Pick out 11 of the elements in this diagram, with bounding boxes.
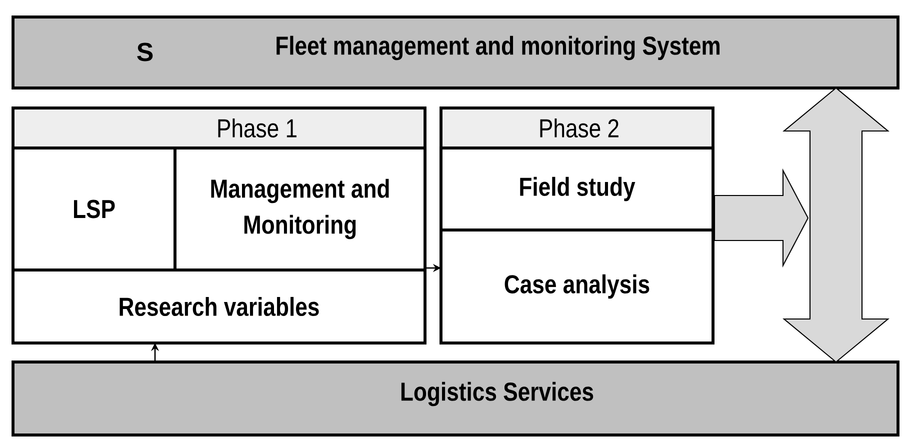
text-cell: Management and Monitoring [174, 146, 426, 272]
text-cell: Research variables [12, 268, 426, 344]
banner-bar: Logistics Services [12, 360, 900, 436]
text-cell: Case analysis [440, 228, 714, 344]
phase-header: Phase 1 [13, 108, 425, 148]
double-block-arrow [782, 87, 890, 363]
text-cell: Field study [440, 146, 714, 232]
letter-label: S [137, 42, 153, 62]
text-cell: LSP [12, 146, 176, 272]
block-arrow [714, 168, 809, 268]
phase-header: Phase 2 [441, 108, 713, 148]
